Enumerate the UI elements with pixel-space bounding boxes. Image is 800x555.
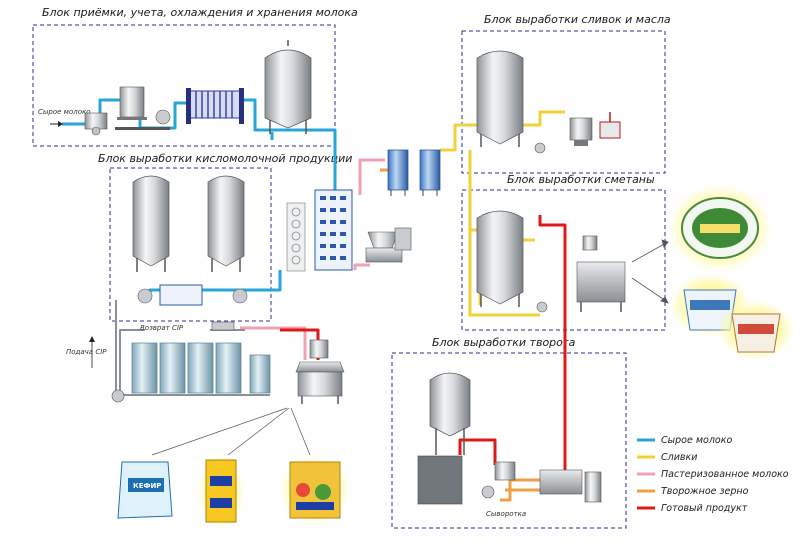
fermented-equipment [132,175,248,331]
milk-reception-equipment: Сырое молоко [38,40,312,136]
curd-packer [584,471,602,503]
frame-milk-reception [32,24,336,147]
plate-cooler-plates [195,91,233,118]
fermentation-tank-1 [132,175,170,267]
title-cottage-cheese: Блок выработки творога [432,336,576,349]
sour-cream-pump [536,301,548,313]
sour-cream-filler [576,261,626,303]
cream-ripening-tank [476,50,524,145]
block-frames [32,24,666,529]
milk-storage-silo [264,49,312,129]
curd-mixer [539,469,583,495]
sour-cream-packages [668,184,794,360]
cooler-frame-left [186,88,191,124]
cip-heater [249,354,271,394]
butter-packer [599,121,621,139]
inlet-pump [91,126,101,136]
milk-meter-frame [115,127,170,130]
cip-pump [111,389,125,403]
title-cream-butter: Блок выработки сливок и масла [484,13,671,26]
cip-tank-2 [159,342,186,394]
sour-cream-equipment [476,210,669,313]
sour-cream-tank [476,210,524,305]
metering-tank [119,86,145,118]
cip-tank-1 [131,342,158,394]
milk-pouch-yellow [205,459,237,523]
fermented-plate-cooler [159,284,203,306]
cream-tank-1 [387,149,409,191]
legend-label: Сливки [661,452,697,463]
transfer-pump [155,109,171,125]
fermented-pump-1 [137,288,153,304]
curd-vat [429,372,471,437]
legend-label: Сырое молоко [661,435,732,446]
raw-milk-inlet-label: Сырое молоко [38,108,91,116]
frame-fermented [109,167,272,322]
cip-tank-4 [215,342,242,394]
fermented-packages: КЕФИР [117,455,350,528]
whey-label: Сыворотка [486,510,526,518]
cip-station: Возврат CIP Подача CIP [66,324,271,403]
kefir-pouch-brand: КЕФИР [133,482,161,490]
curd-cooler [494,461,516,481]
cip-supply-label: Подача CIP [66,348,107,356]
frame-cream-butter [461,30,666,174]
legend-label: Творожное зерно [661,486,749,497]
frame-cottage-cheese [391,352,627,529]
legend-label: Пастеризованное молоко [661,469,789,480]
sour-cream-hopper [582,235,598,251]
title-fermented: Блок выработки кисломолочной продукции [98,152,352,165]
air-separator [84,112,108,130]
cip-return-label: Возврат CIP [140,324,184,332]
metering-tank-stand [117,117,147,120]
product-pump [211,321,235,331]
fermented-filler [151,339,345,456]
cream-tank-2 [419,149,441,191]
legend-label: Готовый продукт [661,503,748,514]
cip-supply-arrow [89,336,95,342]
cip-tank-3 [187,342,214,394]
cooler-frame-right [239,88,244,124]
separator-bowl [367,231,399,249]
curd-press [417,455,463,505]
fermentation-tank-2 [207,175,245,267]
pasteurisation-equipment [286,149,441,272]
title-sour-cream: Блок выработки сметаны [507,173,655,186]
separator-motor [394,227,412,251]
cream-butter-equipment [476,50,621,154]
holding-tube [286,202,306,272]
whey-pump [481,485,495,499]
butter-churn [569,117,593,141]
fermented-pump-2 [232,288,248,304]
cream-pump [534,142,546,154]
separator-body [365,247,403,263]
pasteuriser-plates [320,196,346,260]
inlet-arrowhead [58,121,63,127]
title-milk-reception: Блок приёмки, учета, охлаждения и хранен… [42,6,358,19]
cottage-cheese-equipment: Сыворотка [417,372,602,518]
